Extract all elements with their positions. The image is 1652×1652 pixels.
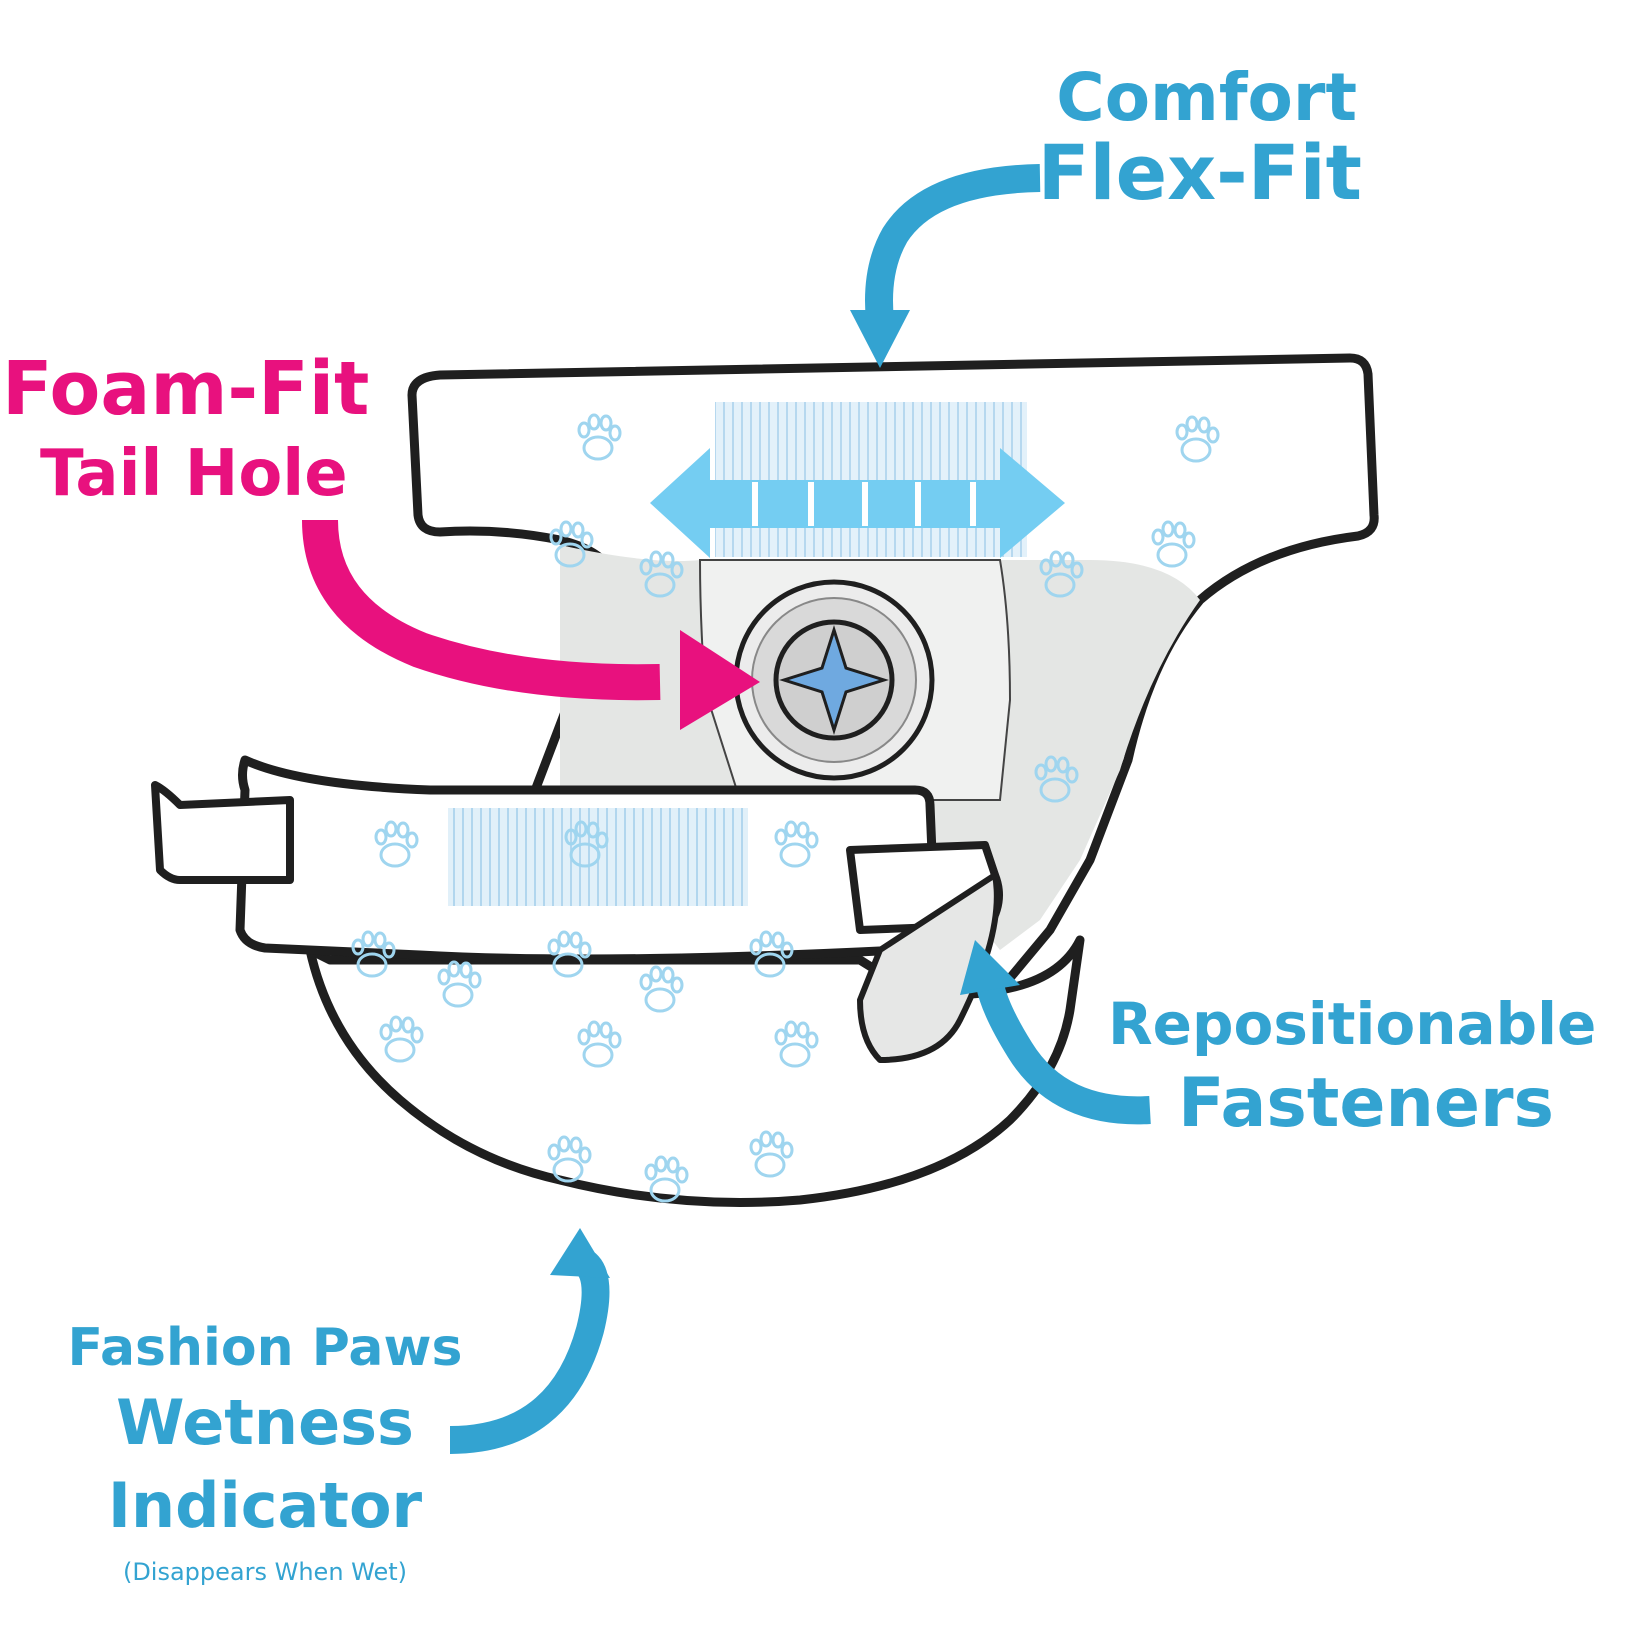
wetness-label-line2: Wetness [116, 1386, 414, 1459]
wetness-arrow [449, 1228, 610, 1454]
fasteners-label-line2: Fasteners [1178, 1064, 1554, 1143]
left-fastener-tab [151, 781, 294, 884]
foam-label-line2: Tail Hole [40, 437, 348, 511]
foam-arrow [302, 519, 760, 730]
fasteners-label-line1: Repositionable [1108, 990, 1597, 1058]
fasteners-arrow [960, 940, 1151, 1125]
comfort-label-line1: Comfort [1056, 59, 1357, 136]
flex-fit-panel [715, 402, 1027, 557]
double-arrow-icon [650, 448, 1065, 558]
wetness-label-line3: Indicator [107, 1469, 423, 1542]
comfort-label-line2: Flex-Fit [1037, 128, 1362, 217]
wetness-label-line1: Fashion Paws [67, 1318, 463, 1378]
wetness-note: (Disappears When Wet) [122, 1558, 408, 1586]
right-fastener-tab [846, 841, 1003, 1063]
comfort-arrow [850, 164, 1041, 368]
foam-label-line1: Foam-Fit [2, 346, 370, 432]
tail-hole-icon [733, 579, 935, 781]
